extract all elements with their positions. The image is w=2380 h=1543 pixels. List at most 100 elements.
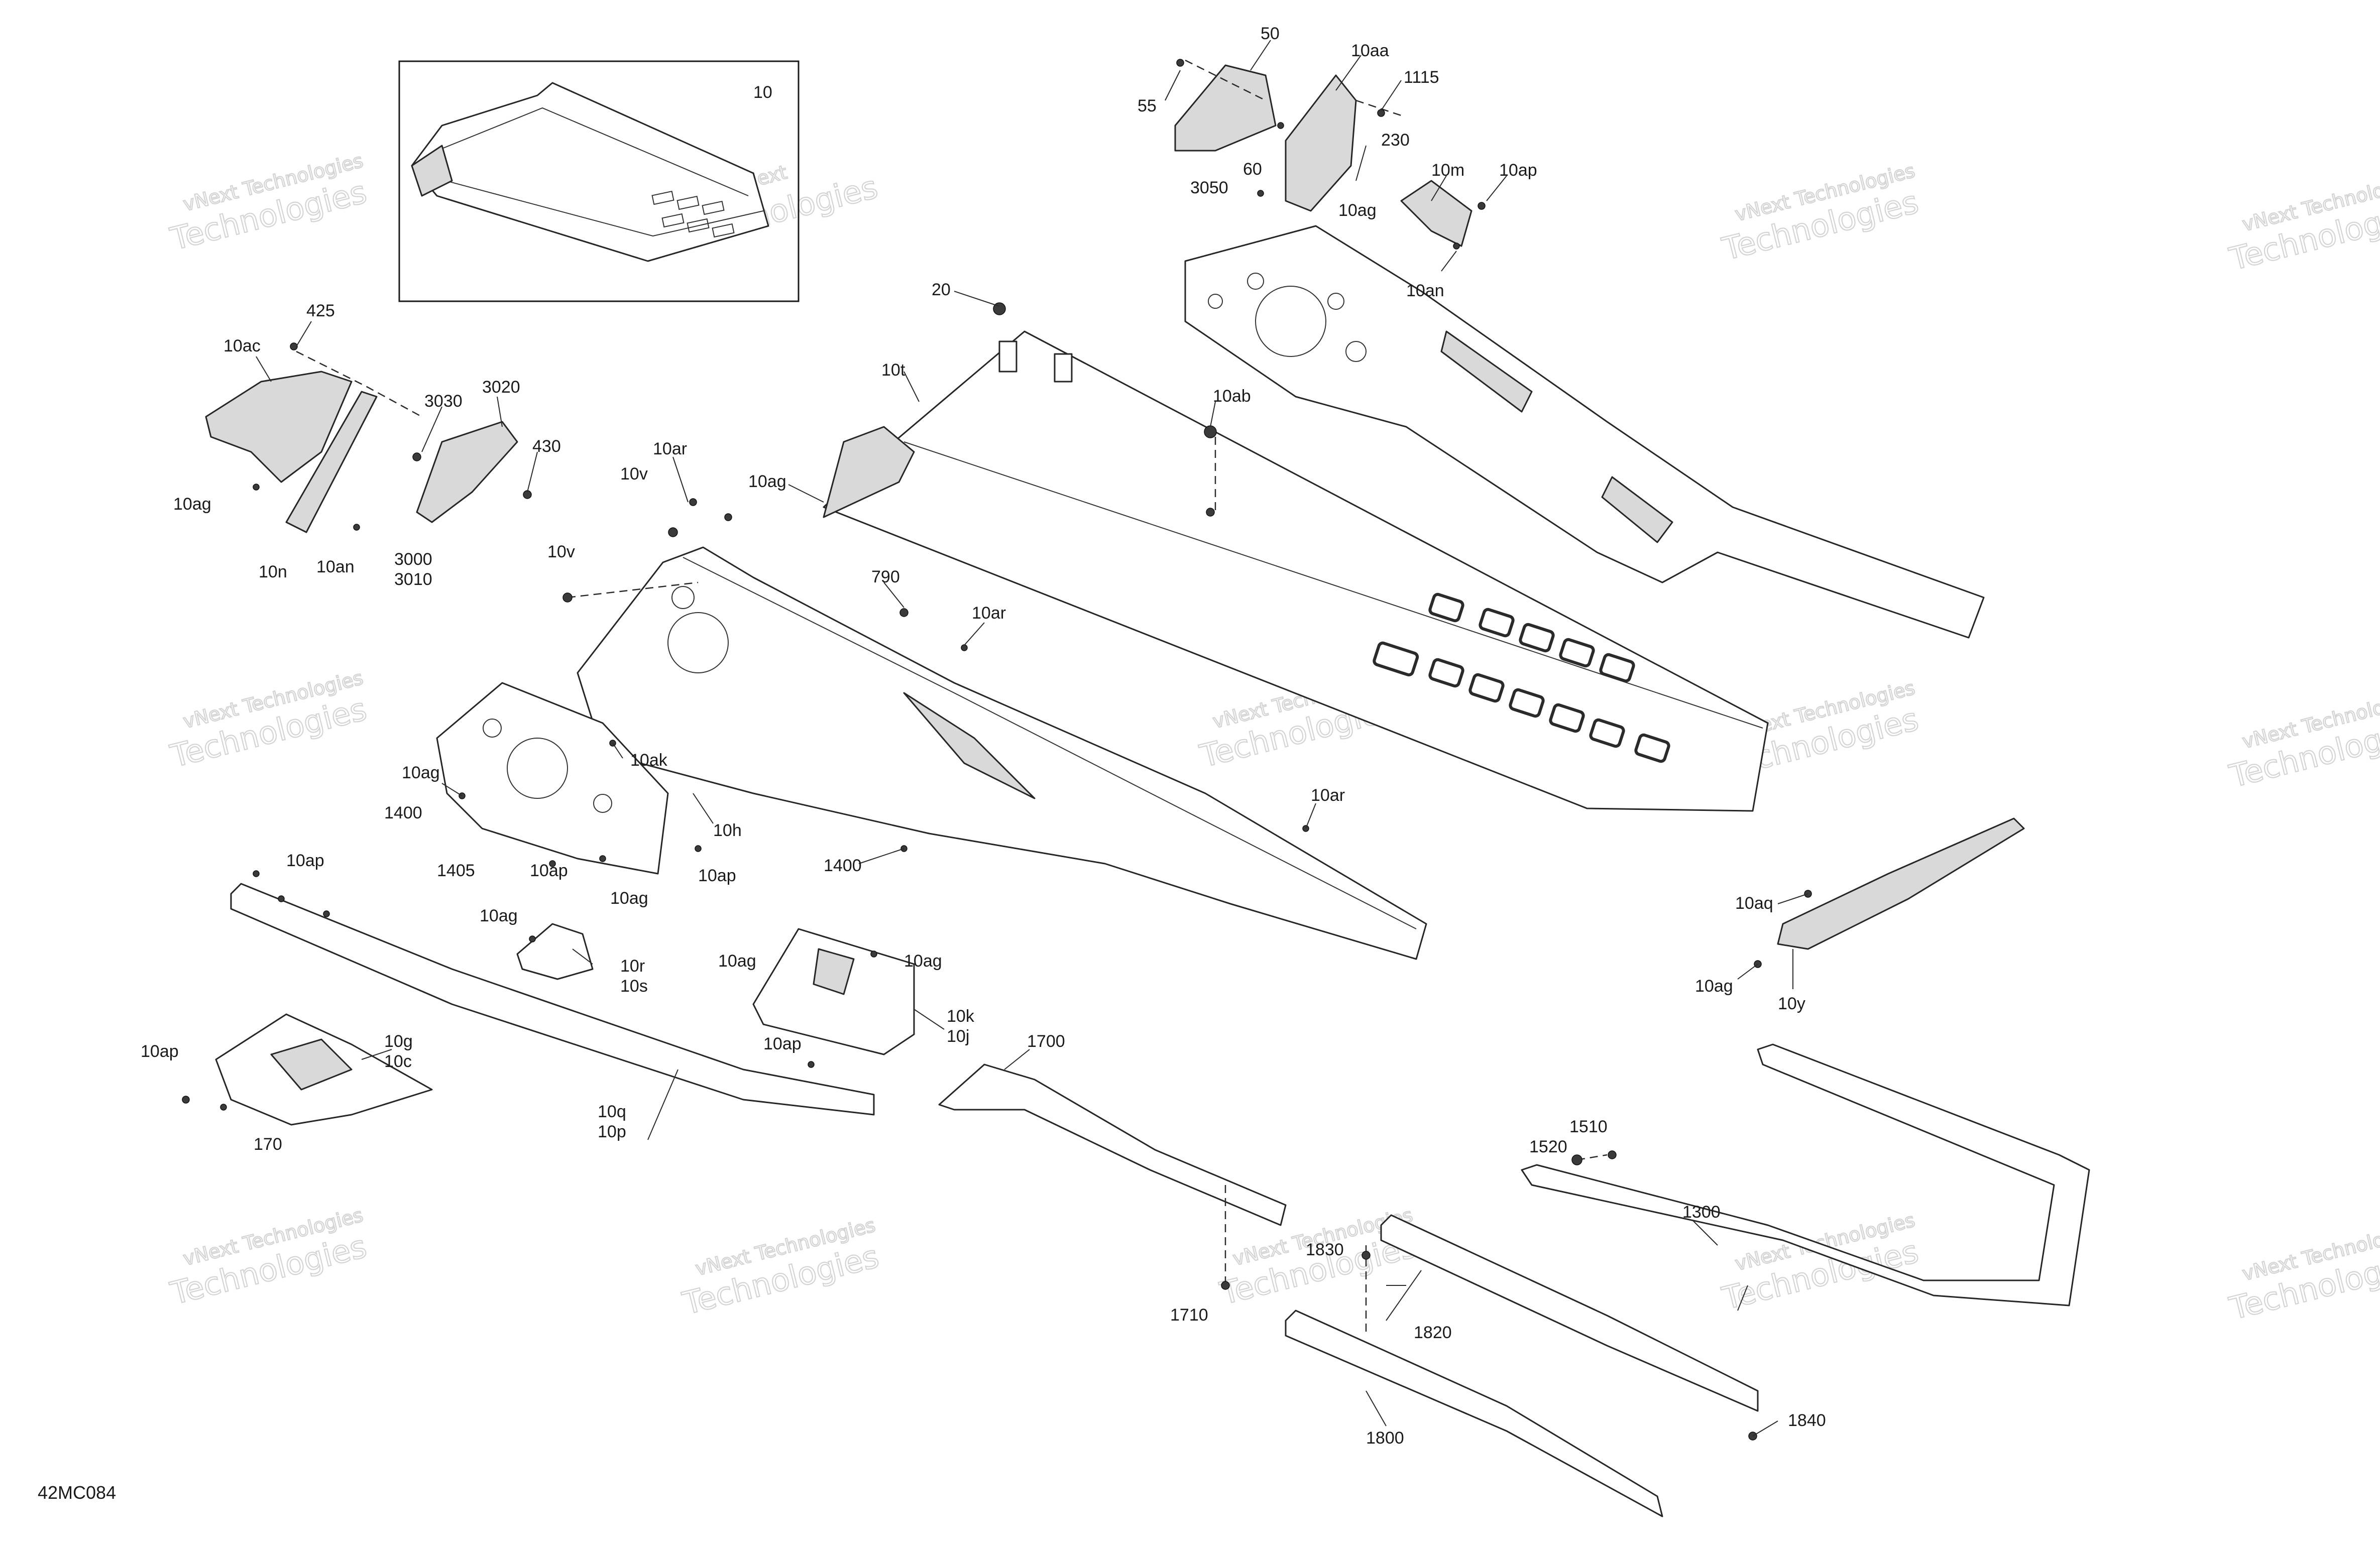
leader-line	[1250, 40, 1271, 71]
callout-label: 3020	[482, 378, 520, 397]
fastener-icon	[695, 845, 702, 852]
bracket-10k	[752, 928, 915, 1055]
watermark-low-left: vNext Technologies Technologies	[166, 1203, 371, 1312]
assembly-line	[567, 581, 699, 599]
callout-label: 1800	[1366, 1429, 1404, 1448]
leader-line	[883, 582, 904, 608]
side-panel-hole	[1327, 293, 1344, 310]
leader-line	[788, 484, 824, 503]
callout-label: 3010	[394, 570, 432, 589]
right-tunnel-side-upper	[1184, 225, 1985, 639]
fastener-icon	[1478, 202, 1486, 210]
leader-line	[497, 396, 503, 427]
callout-label: 10v	[547, 542, 575, 561]
leader-line	[572, 948, 593, 965]
callout-label: 10ac	[223, 336, 261, 355]
leader-line	[1777, 893, 1808, 904]
assembly-line	[1355, 99, 1402, 116]
callout-labels: 50 10aa 1115 55 230 60 10m 10ap 3050 10a…	[141, 24, 1826, 1448]
bracket-10m	[1400, 180, 1472, 247]
callout-label: 1830	[1306, 1240, 1344, 1259]
watermark-top-left: vNext Technologies Technologies	[166, 149, 371, 258]
callout-label: 10ap	[286, 851, 324, 870]
assembly-line	[296, 350, 422, 418]
leader-line	[1441, 251, 1457, 272]
inset-edge-line	[436, 107, 749, 196]
callout-label: 425	[306, 301, 335, 320]
fastener-icon	[599, 855, 606, 862]
fastener-icon	[278, 895, 285, 902]
diagram-code: 42MC084	[38, 1482, 116, 1503]
leader-line	[1486, 175, 1507, 201]
fastener-icon	[961, 644, 968, 651]
leader-line	[914, 1009, 945, 1030]
rail-10q	[230, 883, 875, 1116]
watermark-mid-left: vNext Technologies Technologies	[166, 666, 371, 775]
callout-label: 1520	[1529, 1137, 1567, 1156]
callout-label: 10ag	[1338, 201, 1377, 220]
drive-plate-hole	[593, 794, 612, 813]
callout-label: 1820	[1414, 1323, 1452, 1342]
watermark-top-edge: vNext Technologies Technologies	[2225, 169, 2380, 278]
fastener-icon	[668, 527, 678, 537]
callout-label: 10ag	[480, 906, 518, 925]
mount-bracket-window	[813, 948, 855, 995]
side-panel-hole	[667, 612, 729, 673]
leader-line	[1305, 803, 1316, 829]
slide-rails	[1285, 1214, 1759, 1517]
side-panel-hole	[1345, 341, 1367, 362]
callout-label: 10q	[598, 1102, 626, 1121]
fastener-icon	[1608, 1150, 1617, 1159]
leader-line	[256, 356, 272, 382]
callout-label: 10p	[598, 1122, 626, 1141]
cover-10g	[215, 1013, 433, 1126]
bracket-10ac	[205, 371, 353, 483]
leader-line	[1165, 70, 1181, 101]
assembly-lines	[296, 59, 1608, 1336]
callout-label: 50	[1261, 24, 1280, 43]
tunnel-10t	[823, 330, 1769, 812]
side-panel-window	[1601, 476, 1673, 543]
side-panel-fold	[683, 557, 1417, 929]
bracket-10r	[516, 923, 594, 980]
callout-label: 790	[871, 567, 900, 586]
leader-line	[1335, 55, 1362, 91]
callout-label: 10ag	[610, 889, 648, 908]
fastener-icon	[253, 870, 260, 877]
callout-label: 10c	[384, 1052, 412, 1071]
leader-line	[672, 456, 689, 503]
inset-front-bracket	[411, 145, 453, 197]
callout-label: 3050	[1190, 178, 1228, 197]
callout-label: 10ap	[530, 861, 568, 880]
callout-label: 10ap	[763, 1034, 802, 1053]
fastener-icon	[290, 342, 298, 350]
leader-line	[693, 793, 714, 824]
watermark-low-center-left: vNext Technologies Technologies	[678, 1213, 883, 1322]
side-panel-hole	[671, 586, 695, 609]
leader-line	[858, 848, 904, 864]
left-side-panel	[577, 546, 1427, 960]
fastener-icon	[529, 935, 536, 942]
callout-label: 1405	[437, 861, 475, 880]
side-panel-hole	[1247, 273, 1264, 290]
callout-label: 1840	[1788, 1411, 1826, 1430]
callout-label: 10ap	[141, 1042, 179, 1061]
callout-label: 1400	[824, 856, 862, 875]
inset-edge-line	[426, 175, 764, 237]
inset-assembly-view: 10	[398, 60, 800, 302]
fastener-icon	[253, 484, 260, 491]
fastener-icon	[323, 910, 330, 917]
callout-label: 1510	[1569, 1117, 1608, 1136]
fastener-icon	[1206, 508, 1215, 517]
fastener-icon	[870, 951, 877, 958]
watermark-top-right: vNext Technologies Technologies	[1718, 159, 1922, 268]
fastener-icon	[689, 498, 697, 506]
callout-label: 430	[532, 437, 561, 456]
callout-label: 1115	[1404, 68, 1439, 87]
tunnel-post	[1054, 353, 1073, 383]
callout-label: 10t	[881, 361, 905, 380]
fastener-icon	[562, 592, 573, 603]
fastener-icon	[412, 452, 421, 461]
callout-label: 10aa	[1351, 41, 1389, 60]
